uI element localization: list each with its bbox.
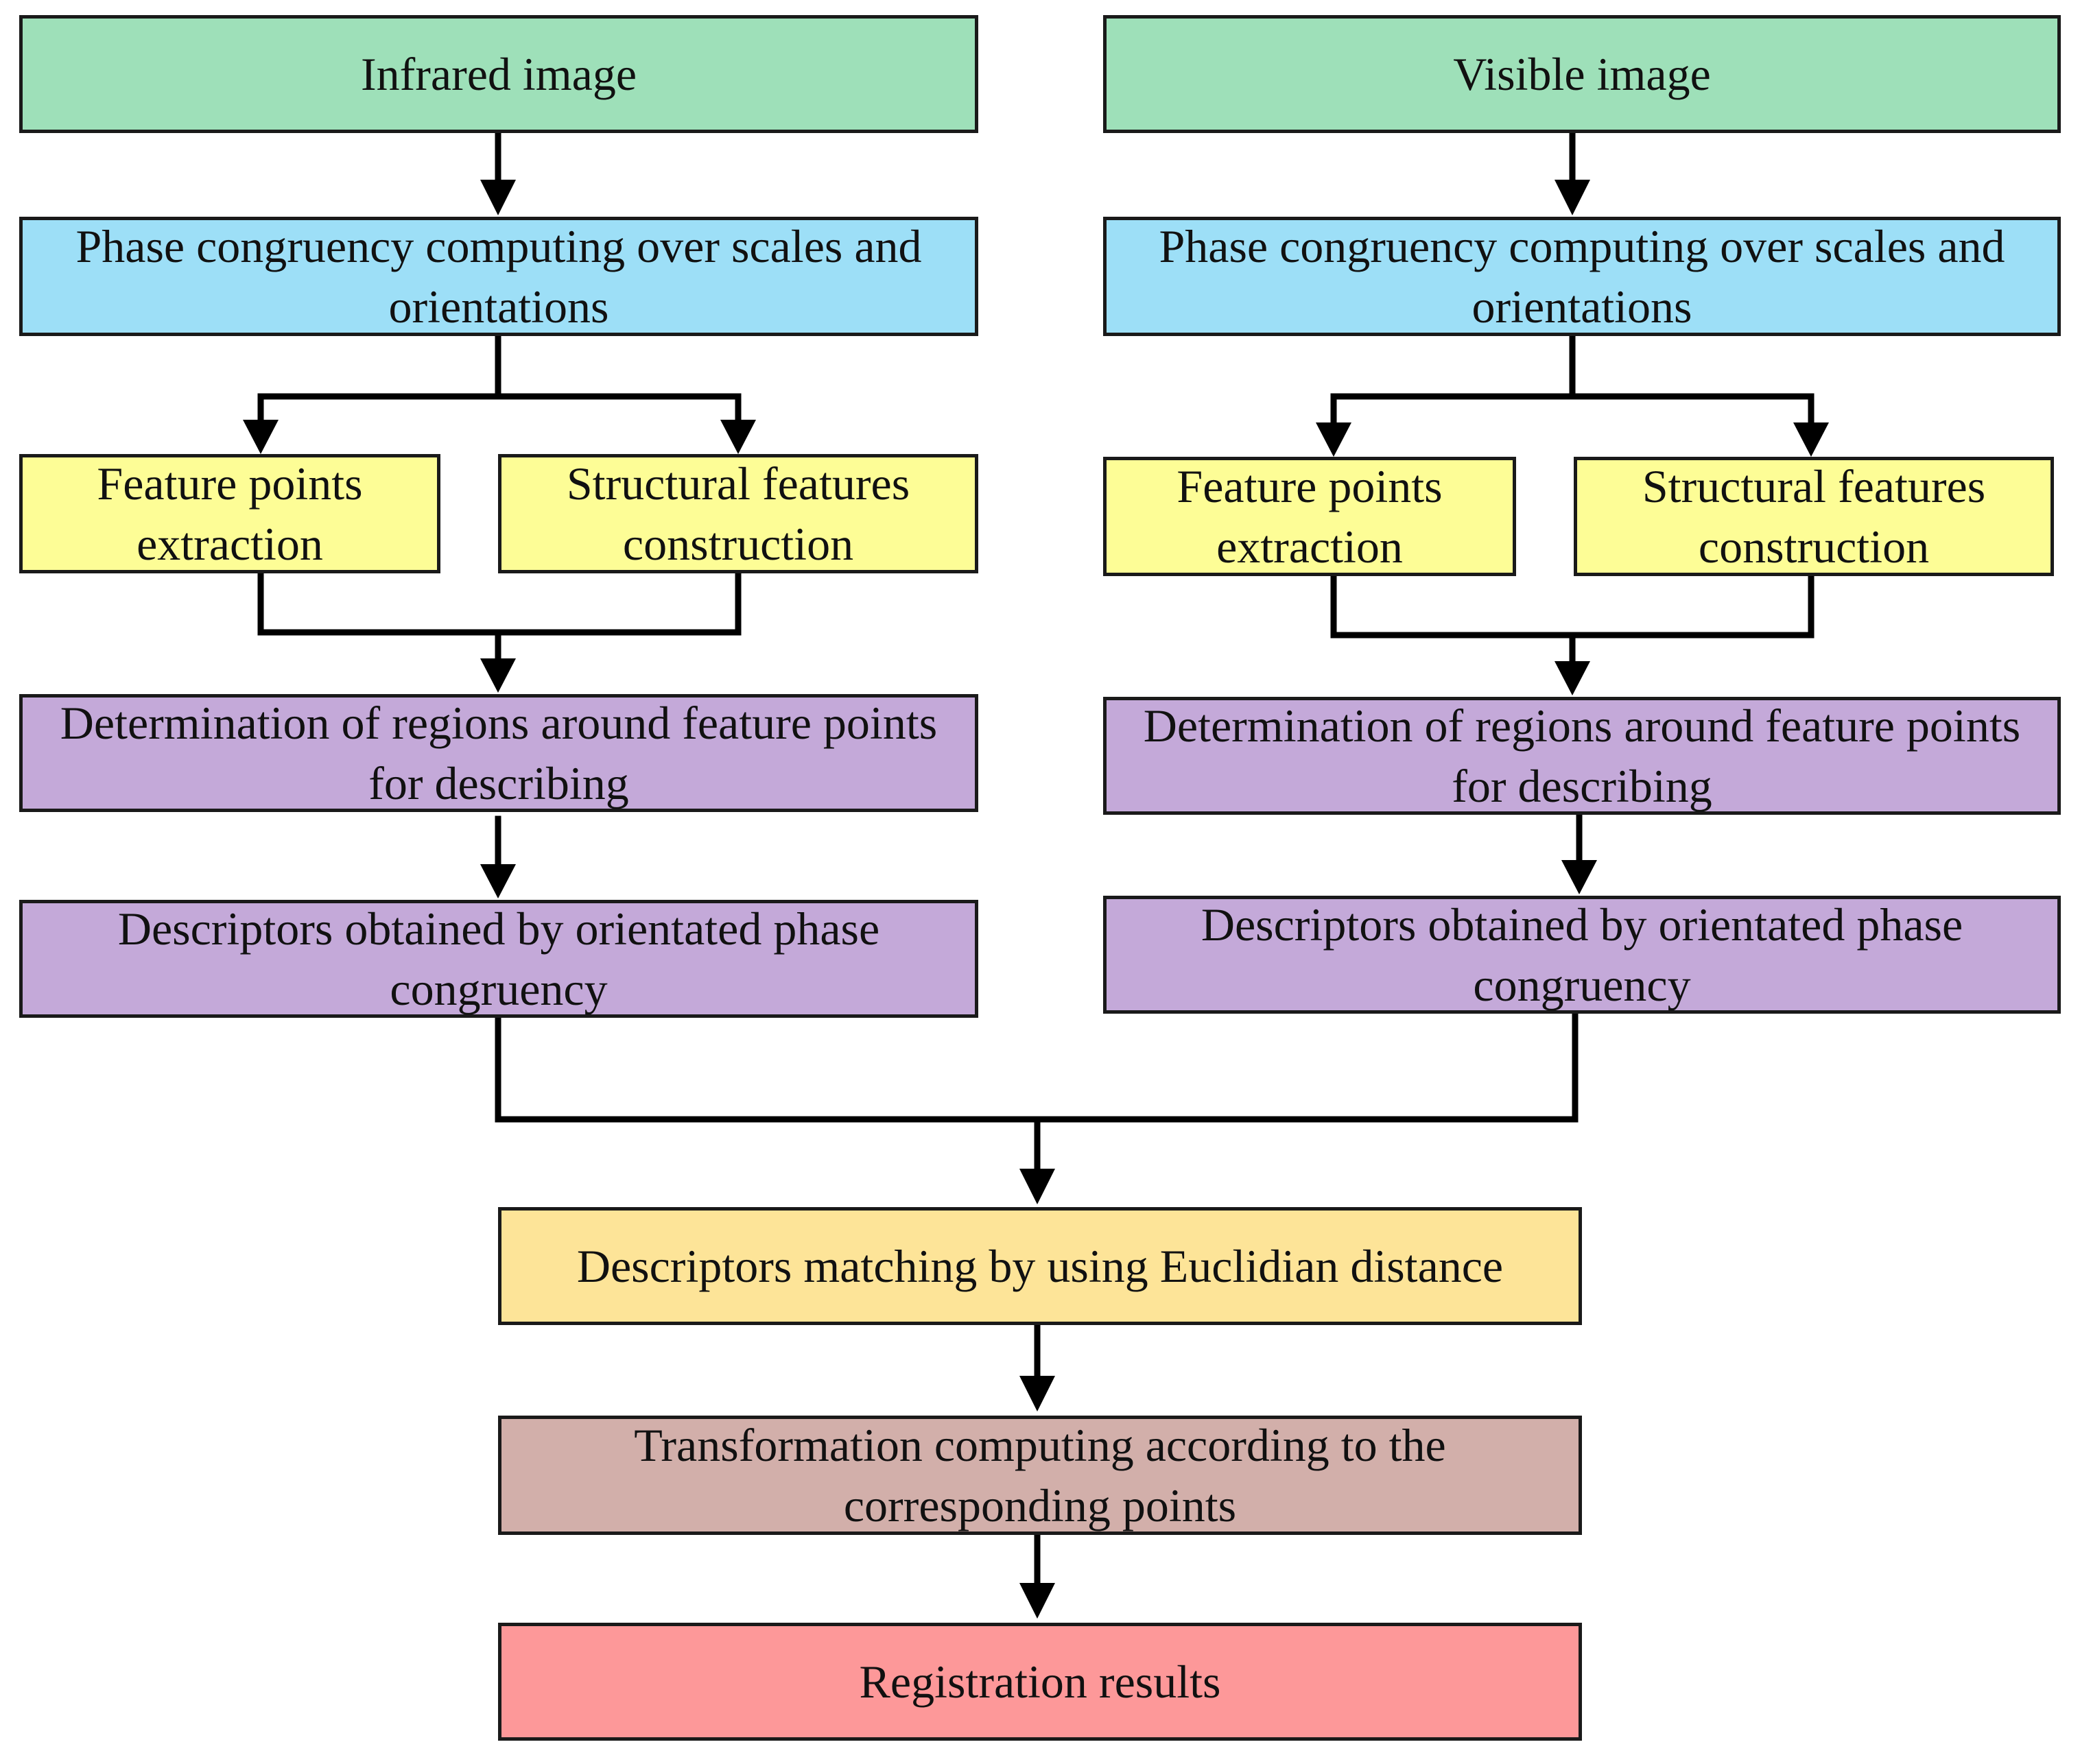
result-label: Registration results bbox=[859, 1656, 1221, 1708]
left-input-box: Infrared image bbox=[19, 15, 978, 133]
right-input-label: Visible image bbox=[1453, 48, 1711, 100]
right-descriptors-label: Descriptors obtained by orientated phase… bbox=[1201, 898, 1963, 1011]
right-feature-points-label: Feature points extraction bbox=[1177, 460, 1443, 573]
arrowhead-left-regions bbox=[480, 658, 516, 693]
right-phase-label: Phase congruency computing over scales a… bbox=[1159, 220, 2005, 333]
right-feature-points-box: Feature points extraction bbox=[1103, 457, 1516, 576]
left-phase-label: Phase congruency computing over scales a… bbox=[75, 220, 922, 333]
arrowhead-right-input-to-phase bbox=[1555, 180, 1590, 215]
left-input-label: Infrared image bbox=[360, 48, 637, 100]
left-feature-points-box: Feature points extraction bbox=[19, 454, 440, 573]
right-structural-box: Structural features construction bbox=[1574, 457, 2054, 576]
right-phase-box: Phase congruency computing over scales a… bbox=[1103, 217, 2061, 336]
left-feature-points-label: Feature points extraction bbox=[97, 457, 363, 570]
matching-label: Descriptors matching by using Euclidian … bbox=[576, 1240, 1504, 1292]
arrowhead-left-descriptors bbox=[480, 864, 516, 898]
arrowhead-right-descriptors bbox=[1561, 860, 1597, 894]
right-input-box: Visible image bbox=[1103, 15, 2061, 133]
arrowhead-left-structural bbox=[720, 420, 756, 454]
right-descriptors-box: Descriptors obtained by orientated phase… bbox=[1103, 896, 2061, 1014]
arrowhead-result bbox=[1019, 1583, 1055, 1619]
arrowhead-left-input-to-phase bbox=[480, 180, 516, 215]
right-regions-label: Determination of regions around feature … bbox=[1143, 700, 2021, 812]
arrowhead-transform bbox=[1019, 1376, 1055, 1411]
arrowhead-right-feature bbox=[1316, 422, 1351, 457]
transform-label: Transformation computing according to th… bbox=[634, 1419, 1446, 1531]
left-regions-label: Determination of regions around feature … bbox=[60, 697, 938, 809]
left-regions-box: Determination of regions around feature … bbox=[19, 694, 978, 812]
left-structural-box: Structural features construction bbox=[498, 454, 978, 573]
left-phase-box: Phase congruency computing over scales a… bbox=[19, 217, 978, 336]
arrowhead-left-feature bbox=[243, 420, 279, 454]
right-regions-box: Determination of regions around feature … bbox=[1103, 697, 2061, 815]
left-descriptors-box: Descriptors obtained by orientated phase… bbox=[19, 900, 978, 1018]
arrowhead-right-regions bbox=[1555, 661, 1590, 695]
arrowhead-right-structural bbox=[1793, 422, 1829, 457]
left-descriptors-label: Descriptors obtained by orientated phase… bbox=[117, 903, 880, 1015]
transform-box: Transformation computing according to th… bbox=[498, 1416, 1582, 1535]
result-box: Registration results bbox=[498, 1623, 1582, 1741]
right-structural-label: Structural features construction bbox=[1642, 460, 1986, 573]
matching-box: Descriptors matching by using Euclidian … bbox=[498, 1207, 1582, 1325]
left-structural-label: Structural features construction bbox=[566, 457, 910, 570]
arrowhead-matching bbox=[1019, 1169, 1055, 1204]
